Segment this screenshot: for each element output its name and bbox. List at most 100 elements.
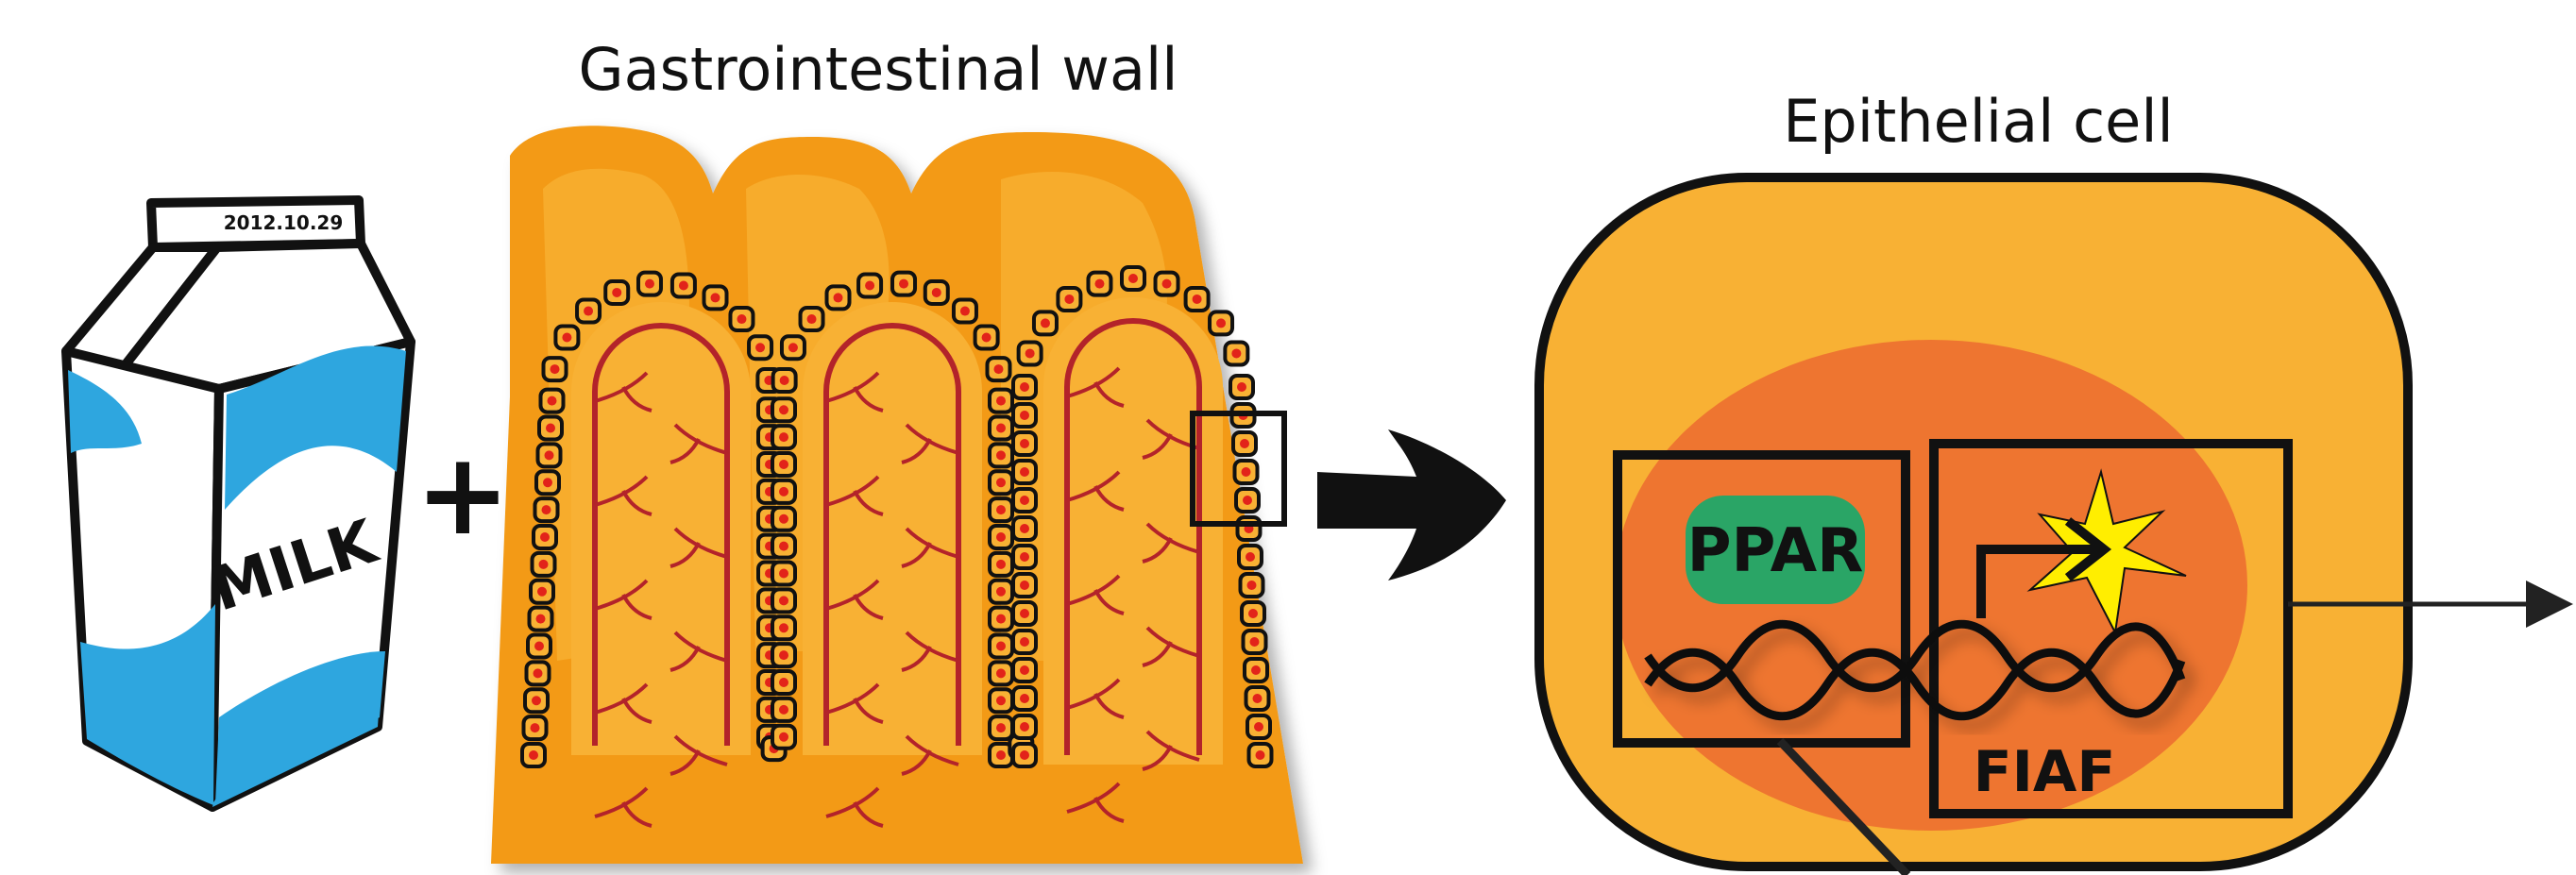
- cell-nucleus-dot: [679, 281, 688, 291]
- cell-nucleus-dot: [996, 478, 1006, 487]
- cell-nucleus-dot: [982, 333, 991, 343]
- cell-nucleus-dot: [1162, 279, 1172, 289]
- cell-nucleus-dot: [532, 696, 541, 705]
- cell-nucleus-dot: [1128, 274, 1138, 283]
- cell-nucleus-dot: [645, 279, 654, 289]
- cell-nucleus-dot: [562, 333, 571, 343]
- cell-nucleus-dot: [584, 307, 593, 316]
- cell-nucleus-dot: [1256, 750, 1265, 760]
- cell-nucleus-dot: [996, 396, 1006, 406]
- gi-wall-title: Gastrointestinal wall: [579, 35, 1178, 104]
- cell-nucleus-dot: [996, 750, 1006, 760]
- cell-nucleus-dot: [1041, 318, 1050, 328]
- cell-nucleus-dot: [779, 596, 788, 605]
- gi-wall: [491, 126, 1303, 864]
- cell-nucleus-dot: [996, 668, 1006, 678]
- cell-nucleus-dot: [996, 424, 1006, 433]
- cell-nucleus-dot: [1020, 665, 1029, 675]
- cell-nucleus-dot: [960, 307, 970, 316]
- cell-nucleus-dot: [755, 343, 765, 352]
- milk-date-label: 2012.10.29: [224, 211, 344, 234]
- cell-nucleus-dot: [996, 450, 1006, 460]
- cell-nucleus-dot: [1246, 552, 1255, 562]
- cell-nucleus-dot: [996, 532, 1006, 542]
- cell-nucleus-dot: [1020, 467, 1029, 477]
- cell-nucleus-dot: [612, 288, 621, 297]
- cell-nucleus-dot: [996, 587, 1006, 597]
- cell-nucleus-dot: [1020, 609, 1029, 618]
- cell-nucleus-dot: [1243, 496, 1252, 505]
- cell-nucleus-dot: [780, 376, 789, 385]
- cell-nucleus-dot: [807, 314, 817, 324]
- cell-nucleus-dot: [779, 460, 788, 469]
- cell-nucleus-dot: [779, 623, 788, 632]
- cell-nucleus-dot: [551, 364, 560, 374]
- cell-nucleus-dot: [529, 750, 538, 760]
- cell-nucleus-dot: [993, 364, 1003, 374]
- cell-nucleus-dot: [779, 650, 788, 660]
- cell-nucleus-dot: [548, 396, 557, 406]
- plus-sign: +: [415, 429, 511, 561]
- cell-nucleus-dot: [536, 614, 546, 624]
- cell-nucleus-dot: [737, 314, 746, 324]
- cell-nucleus-dot: [1253, 694, 1263, 703]
- cell-nucleus-dot: [899, 279, 908, 289]
- cell-nucleus-dot: [540, 532, 550, 542]
- cell-nucleus-dot: [1020, 552, 1029, 562]
- fiaf-label: FIAF: [1974, 739, 2116, 805]
- cell-nucleus-dot: [779, 514, 788, 524]
- cell-nucleus-dot: [1240, 439, 1249, 448]
- cell-nucleus-dot: [779, 542, 788, 551]
- cell-nucleus-dot: [1251, 665, 1261, 675]
- cell-nucleus-dot: [779, 432, 788, 442]
- cell-nucleus-dot: [1020, 694, 1029, 703]
- cell-nucleus-dot: [537, 587, 547, 597]
- cell-nucleus-dot: [534, 642, 544, 651]
- cell-nucleus-dot: [1094, 279, 1104, 289]
- cell-nucleus-dot: [1064, 294, 1074, 304]
- epithelial-cell: PPAR FIAF: [1539, 177, 2564, 875]
- cell-nucleus-dot: [1020, 439, 1029, 448]
- villi: [571, 297, 1223, 765]
- milk-carton: 2012.10.29 MILK: [66, 200, 411, 807]
- cell-nucleus-dot: [1020, 382, 1029, 392]
- cell-nucleus-dot: [1247, 581, 1257, 590]
- magnify-arrow: [1317, 429, 1506, 581]
- cell-nucleus-dot: [542, 505, 551, 514]
- cell-nucleus-dot: [996, 505, 1006, 514]
- cell-nucleus-dot: [531, 723, 540, 732]
- cell-nucleus-dot: [996, 723, 1006, 732]
- cell-nucleus-dot: [1242, 467, 1251, 477]
- cell-nucleus-dot: [788, 343, 798, 352]
- cell-nucleus-dot: [546, 424, 555, 433]
- cell-nucleus-dot: [711, 293, 720, 302]
- cell-nucleus-dot: [1020, 637, 1029, 647]
- cell-nucleus-dot: [1020, 411, 1029, 420]
- ppar-label: PPAR: [1687, 516, 1864, 586]
- cell-nucleus-dot: [779, 487, 788, 496]
- cell-nucleus-dot: [1025, 348, 1035, 358]
- cell-nucleus-dot: [539, 560, 549, 569]
- epithelial-cell-title: Epithelial cell: [1783, 87, 2174, 156]
- cell-nucleus-dot: [996, 560, 1006, 569]
- cell-nucleus-dot: [534, 668, 543, 678]
- cell-nucleus-dot: [543, 478, 552, 487]
- cell-nucleus-dot: [1020, 750, 1029, 760]
- cell-nucleus-dot: [1231, 348, 1241, 358]
- cell-nucleus-dot: [1020, 524, 1029, 533]
- cell-nucleus-dot: [1020, 496, 1029, 505]
- cell-nucleus-dot: [779, 569, 788, 579]
- cell-nucleus-dot: [996, 696, 1006, 705]
- cell-nucleus-dot: [779, 405, 788, 414]
- cell-nucleus-dot: [1216, 318, 1226, 328]
- cell-nucleus-dot: [779, 732, 788, 742]
- cell-nucleus-dot: [865, 281, 874, 291]
- cell-nucleus-dot: [1020, 722, 1029, 732]
- cell-nucleus-dot: [1193, 294, 1202, 304]
- cell-nucleus-dot: [834, 293, 843, 302]
- cell-nucleus-dot: [779, 678, 788, 687]
- cell-nucleus-dot: [1237, 382, 1246, 392]
- cell-nucleus-dot: [996, 642, 1006, 651]
- cell-nucleus-dot: [545, 450, 554, 460]
